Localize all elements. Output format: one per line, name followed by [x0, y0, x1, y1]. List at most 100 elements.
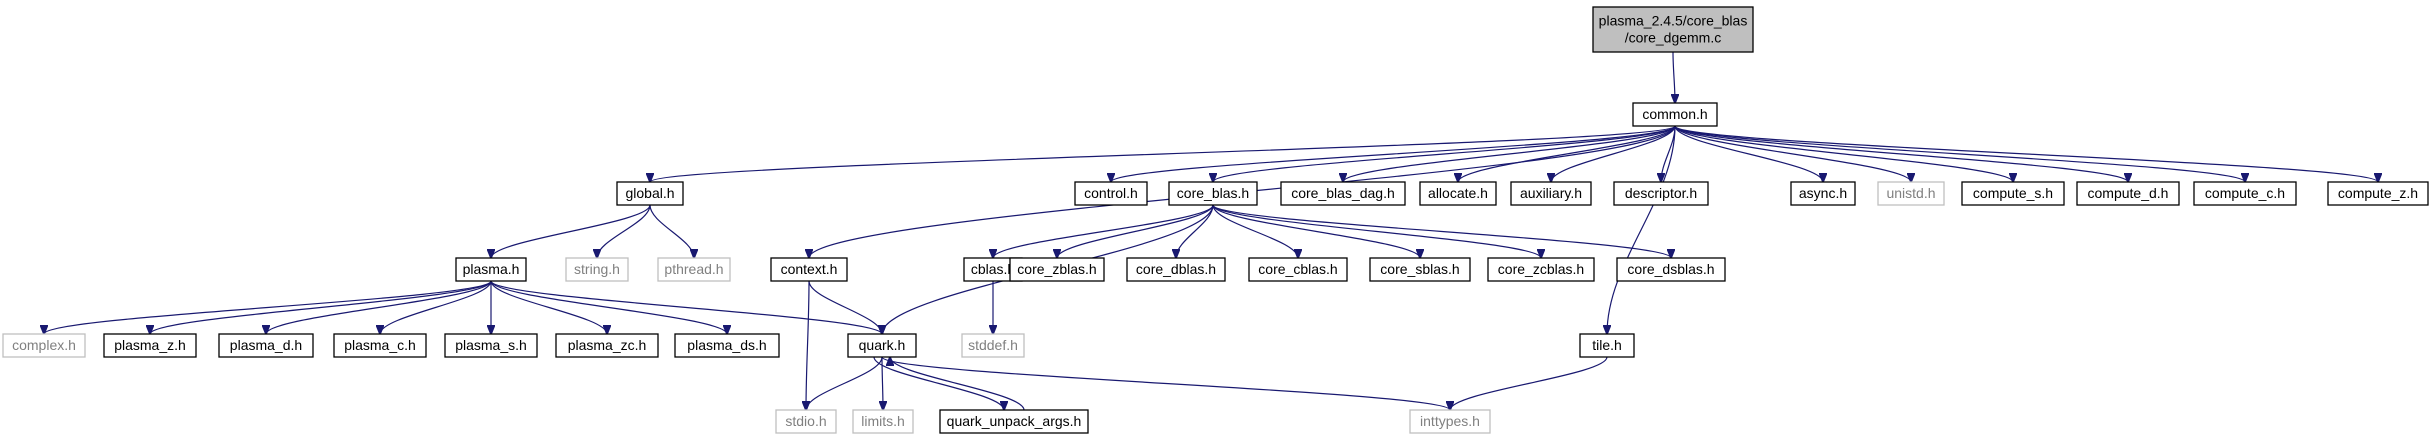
edge-tile-to-inttypes	[1450, 356, 1608, 410]
node-plasma-c[interactable]: plasma_c.h	[333, 333, 427, 358]
node-plasma-z[interactable]: plasma_z.h	[103, 333, 197, 358]
edge-common-to-core_blas	[1213, 125, 1676, 182]
edge-common-to-allocate	[1458, 125, 1676, 182]
node-core-blas-dag[interactable]: core_blas_dag.h	[1280, 181, 1406, 206]
node-global[interactable]: global.h	[616, 181, 684, 206]
edge-common-to-compute_c	[1674, 125, 2245, 182]
node-common[interactable]: common.h	[1632, 102, 1718, 127]
node-box	[674, 333, 780, 358]
node-root[interactable]: plasma_2.4.5/core_blas/core_dgemm.c	[1592, 6, 1754, 53]
node-label: stdio.h	[785, 413, 826, 429]
edge-core_blas-to-core_zcblas	[1212, 204, 1541, 258]
node-core-sblas[interactable]: core_sblas.h	[1369, 257, 1471, 282]
node-label: plasma_c.h	[344, 337, 416, 353]
node-box	[1613, 181, 1709, 206]
edge-core_blas-to-core_dblas	[1176, 204, 1214, 258]
node-box	[1877, 181, 1945, 206]
edge-core_blas-to-core_cblas	[1212, 204, 1298, 258]
node-box	[555, 333, 659, 358]
edge-common-to-tile	[1607, 125, 1676, 334]
node-label: auxiliary.h	[1520, 185, 1582, 201]
node-label: context.h	[781, 261, 838, 277]
node-box	[1168, 181, 1258, 206]
node-core-zcblas[interactable]: core_zcblas.h	[1487, 257, 1595, 282]
node-quark[interactable]: quark.h	[847, 333, 917, 358]
node-core-zblas[interactable]: core_zblas.h	[1009, 257, 1105, 282]
node-pthread[interactable]: pthread.h	[657, 257, 731, 282]
node-box	[1510, 181, 1592, 206]
nodes-layer: plasma_2.4.5/core_blas/core_dgemm.ccommo…	[2, 6, 2429, 434]
node-label: unistd.h	[1886, 185, 1935, 201]
node-compute-s[interactable]: compute_s.h	[1961, 181, 2065, 206]
edge-quark-to-stdio	[806, 356, 883, 410]
node-plasma-ds[interactable]: plasma_ds.h	[674, 333, 780, 358]
node-compute-z[interactable]: compute_z.h	[2327, 181, 2429, 206]
node-label: compute_d.h	[2088, 185, 2169, 201]
node-label: descriptor.h	[1625, 185, 1697, 201]
node-quark-unpack-args[interactable]: quark_unpack_args.h	[939, 409, 1089, 434]
node-tile[interactable]: tile.h	[1579, 333, 1635, 358]
node-label: core_dblas.h	[1136, 261, 1216, 277]
node-box	[1369, 257, 1471, 282]
node-box	[852, 409, 914, 434]
node-inttypes[interactable]: inttypes.h	[1409, 409, 1491, 434]
edge-common-to-auxiliary	[1551, 125, 1676, 182]
edge-common-to-compute_d	[1674, 125, 2128, 182]
node-async[interactable]: async.h	[1790, 181, 1856, 206]
node-label: global.h	[625, 185, 674, 201]
node-box	[770, 257, 848, 282]
edge-core_blas-to-core_dsblas	[1212, 204, 1671, 258]
node-label: control.h	[1084, 185, 1138, 201]
node-label: inttypes.h	[1420, 413, 1480, 429]
node-context[interactable]: context.h	[770, 257, 848, 282]
node-label: plasma_z.h	[114, 337, 186, 353]
node-box	[1248, 257, 1348, 282]
edge-plasma-to-complex	[44, 280, 492, 334]
node-label: plasma_s.h	[455, 337, 527, 353]
node-label: plasma.h	[463, 261, 520, 277]
edge-core_blas-to-core_sblas	[1212, 204, 1420, 258]
node-compute-c[interactable]: compute_c.h	[2193, 181, 2297, 206]
node-allocate[interactable]: allocate.h	[1419, 181, 1497, 206]
node-label: pthread.h	[664, 261, 723, 277]
node-box	[1632, 102, 1718, 127]
node-box	[1419, 181, 1497, 206]
edge-quark-to-inttypes	[881, 356, 1450, 410]
node-core-blas[interactable]: core_blas.h	[1168, 181, 1258, 206]
node-core-dsblas[interactable]: core_dsblas.h	[1616, 257, 1726, 282]
node-stddef[interactable]: stddef.h	[961, 333, 1025, 358]
node-label: compute_z.h	[2338, 185, 2418, 201]
node-unistd[interactable]: unistd.h	[1877, 181, 1945, 206]
node-label: quark_unpack_args.h	[947, 413, 1082, 429]
node-stdio[interactable]: stdio.h	[775, 409, 837, 434]
node-plasma-s[interactable]: plasma_s.h	[444, 333, 538, 358]
node-control[interactable]: control.h	[1074, 181, 1148, 206]
node-complex[interactable]: complex.h	[2, 333, 86, 358]
node-compute-d[interactable]: compute_d.h	[2076, 181, 2180, 206]
node-label: plasma_zc.h	[568, 337, 647, 353]
node-plasma-zc[interactable]: plasma_zc.h	[555, 333, 659, 358]
node-limits[interactable]: limits.h	[852, 409, 914, 434]
node-label: core_zcblas.h	[1498, 261, 1584, 277]
node-auxiliary[interactable]: auxiliary.h	[1510, 181, 1592, 206]
node-label: core_cblas.h	[1258, 261, 1337, 277]
node-core-cblas[interactable]: core_cblas.h	[1248, 257, 1348, 282]
edge-quark-to-limits	[882, 356, 883, 410]
node-plasma-d[interactable]: plasma_d.h	[218, 333, 314, 358]
node-label: async.h	[1799, 185, 1847, 201]
node-label: complex.h	[12, 337, 76, 353]
node-box	[2327, 181, 2429, 206]
edge-global-to-string	[597, 204, 651, 258]
node-box	[1126, 257, 1226, 282]
node-box	[103, 333, 197, 358]
edge-common-to-control	[1111, 125, 1676, 182]
node-box	[1592, 6, 1754, 53]
node-descriptor[interactable]: descriptor.h	[1613, 181, 1709, 206]
edge-common-to-async	[1674, 125, 1823, 182]
node-label: plasma_2.4.5/core_blas	[1599, 13, 1748, 29]
node-label: /core_dgemm.c	[1625, 30, 1721, 46]
node-plasma[interactable]: plasma.h	[455, 257, 527, 282]
node-string[interactable]: string.h	[565, 257, 629, 282]
node-core-dblas[interactable]: core_dblas.h	[1126, 257, 1226, 282]
edge-common-to-core_blas_dag	[1343, 125, 1676, 182]
